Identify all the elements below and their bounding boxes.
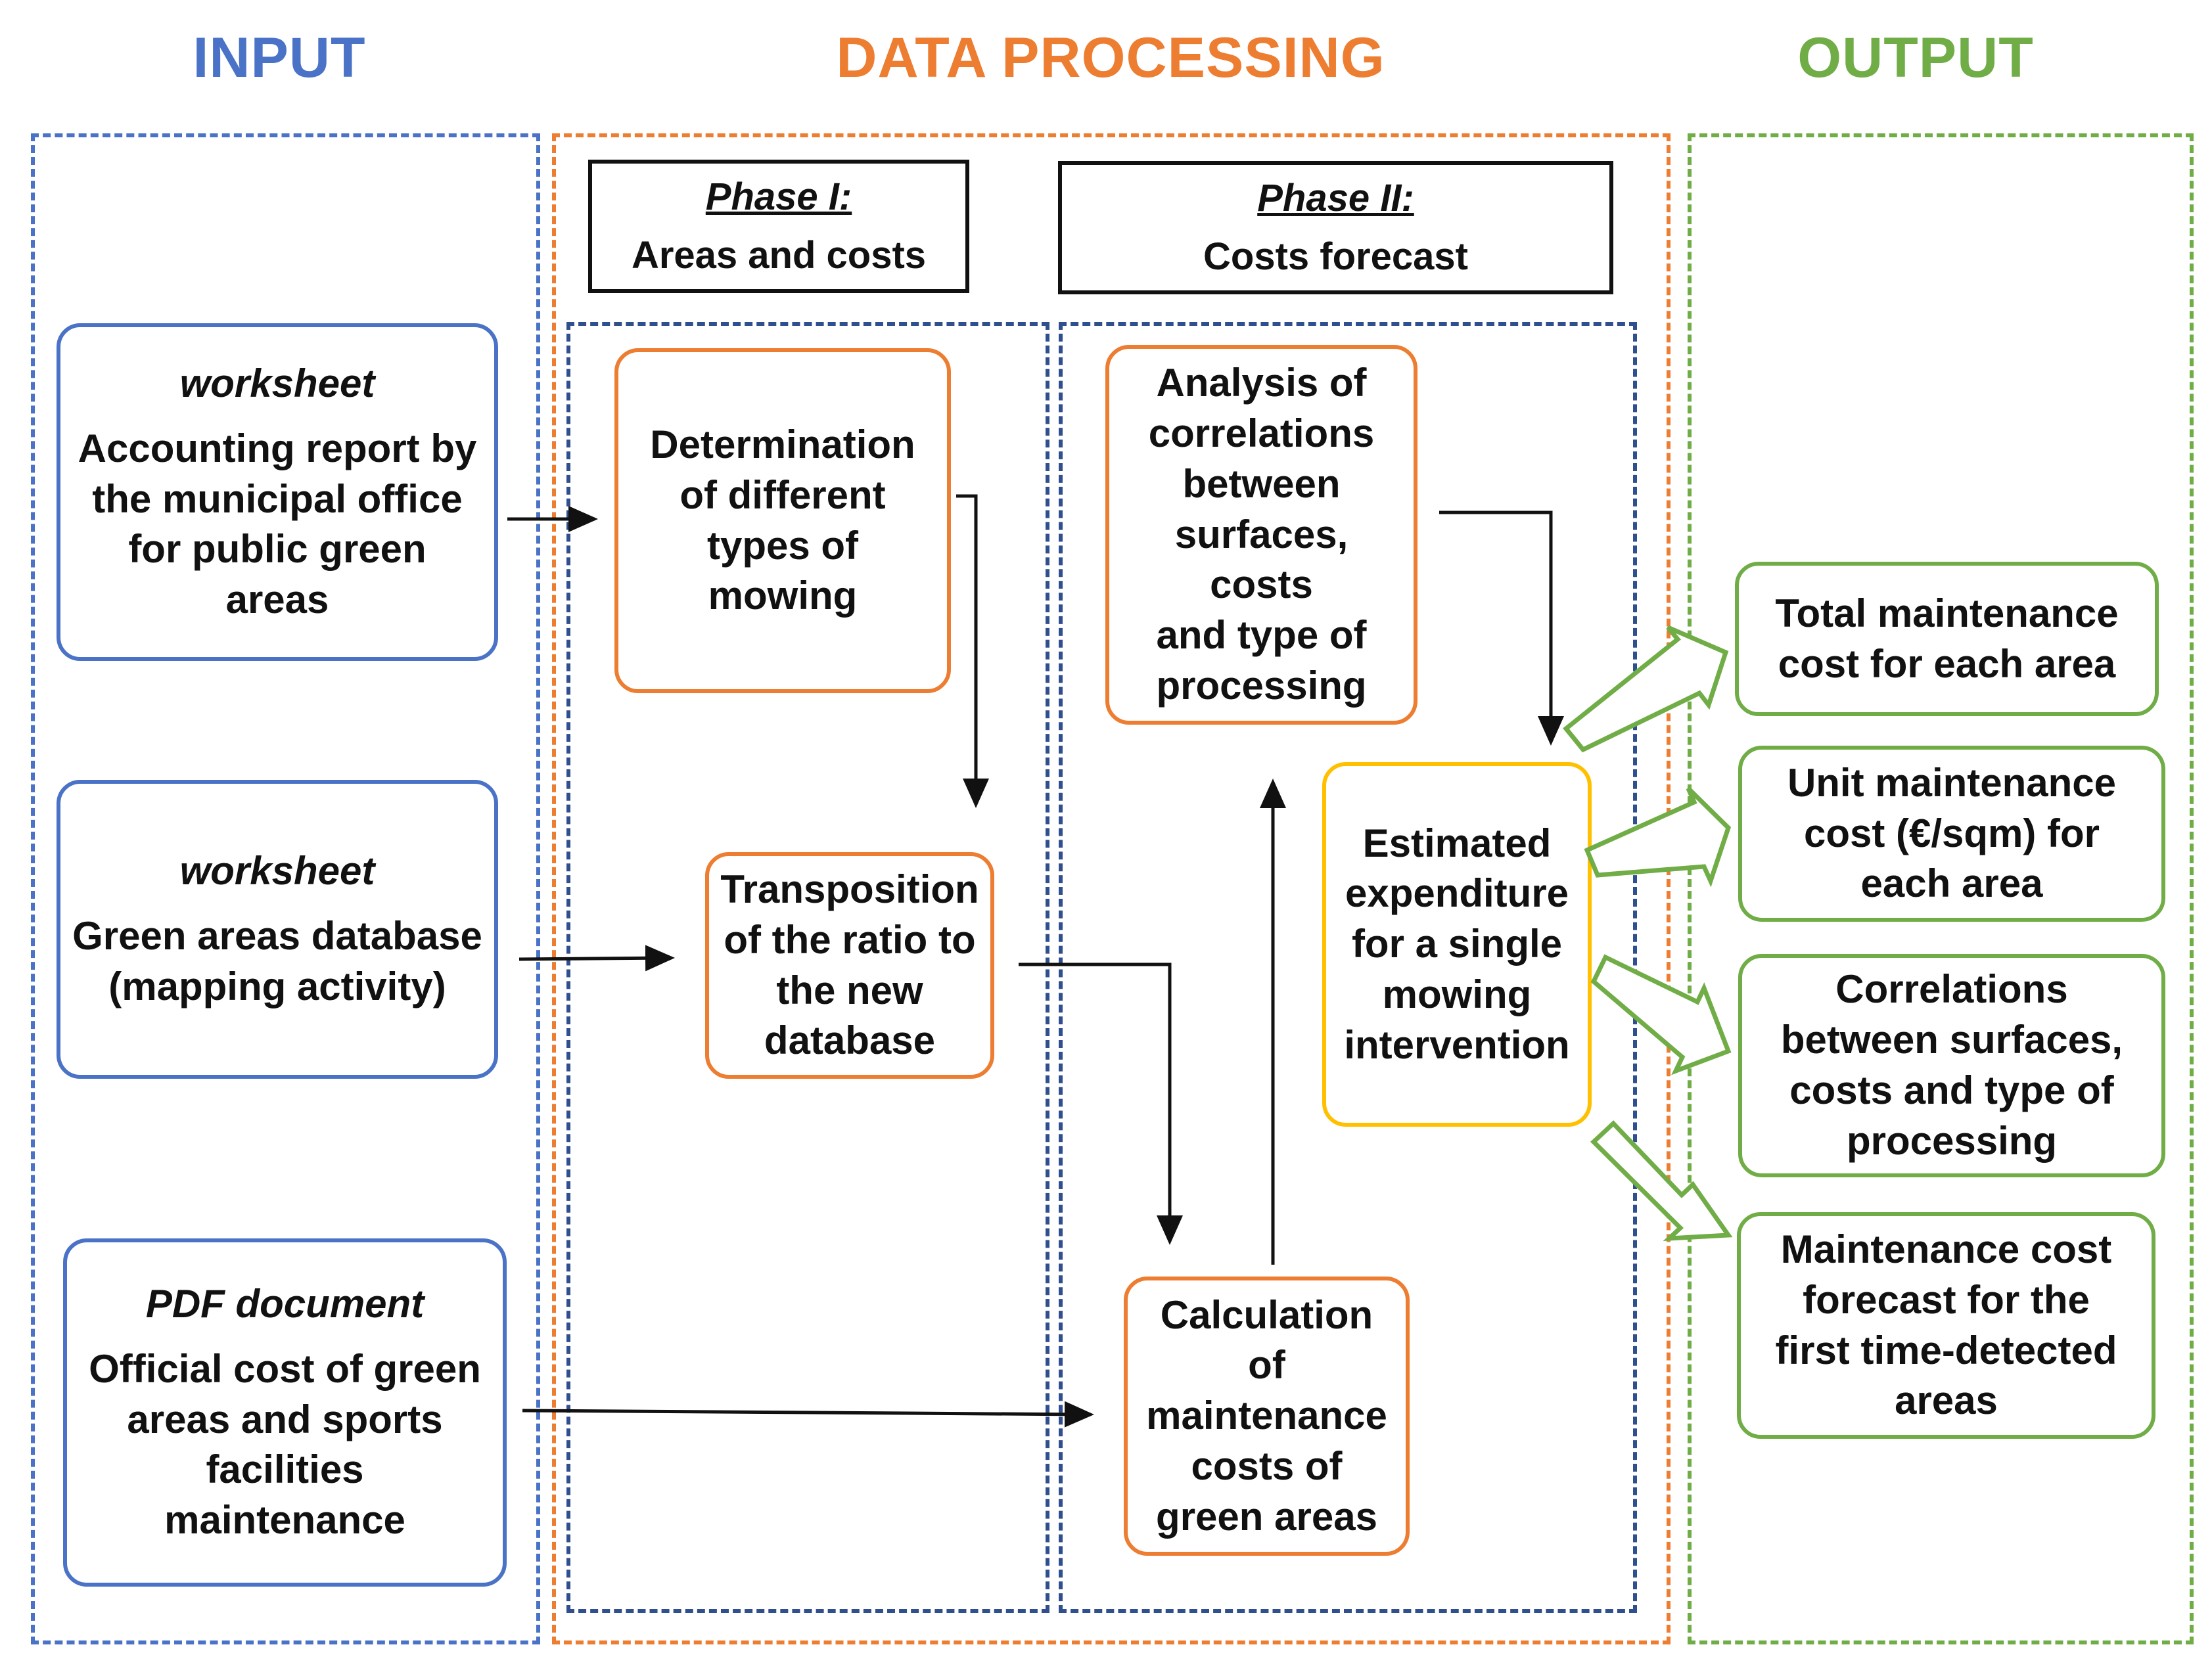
- arrow-transposition-to-calculation: [1019, 962, 1183, 1245]
- arrow-database-to-transposition: [518, 945, 675, 972]
- process-determination-mowing-types: Determination of different types of mowi…: [614, 348, 951, 693]
- input-accounting-report: worksheet Accounting report by the munic…: [57, 323, 498, 661]
- data-processing-column-frame: [552, 133, 1671, 1644]
- phase1-title: Phase I:: [705, 175, 852, 219]
- input-column-frame: [31, 133, 540, 1644]
- output-total-maintenance-cost: Total maintenance cost for each area: [1735, 562, 2159, 716]
- phase1-frame: [566, 322, 1049, 1613]
- arrow-pdf-to-calculation: [522, 1401, 1094, 1428]
- process-transposition-ratio: Transposition of the ratio to the new da…: [705, 852, 994, 1079]
- input-official-cost-pdf-tag: PDF document: [145, 1282, 425, 1326]
- output-arrow-3: [1590, 954, 1732, 1075]
- output-first-time-forecast: Maintenance cost forecast for the first …: [1737, 1212, 2155, 1439]
- estimated-expenditure-box: Estimated expenditure for a single mowin…: [1322, 762, 1592, 1127]
- phase2-header: Phase II: Costs forecast: [1058, 161, 1613, 294]
- input-official-cost-pdf-text: Official cost of green areas and sports …: [89, 1346, 481, 1543]
- output-first-time-forecast-text: Maintenance cost forecast for the first …: [1775, 1227, 2117, 1423]
- output-total-maintenance-cost-text: Total maintenance cost for each area: [1775, 591, 2119, 686]
- input-green-areas-database-tag: worksheet: [179, 849, 375, 894]
- process-correlation-analysis: Analysis of correlations between surface…: [1105, 345, 1417, 725]
- phase1-subtitle: Areas and costs: [631, 233, 927, 277]
- input-accounting-report-tag: worksheet: [179, 361, 375, 405]
- output-arrow-2: [1584, 786, 1732, 888]
- input-official-cost-pdf: PDF document Official cost of green area…: [63, 1238, 507, 1587]
- process-transposition-ratio-text: Transposition of the ratio to the new da…: [720, 867, 979, 1063]
- arrow-determination-to-transposition: [956, 494, 989, 808]
- input-green-areas-database: worksheet Green areas database (mapping …: [57, 780, 498, 1079]
- process-maintenance-cost-calculation-text: Calculation of maintenance costs of gree…: [1146, 1292, 1387, 1539]
- process-correlation-analysis-text: Analysis of correlations between surface…: [1148, 361, 1375, 708]
- output-correlations: Correlations between surfaces, costs and…: [1738, 954, 2165, 1177]
- output-arrow-1: [1563, 625, 1729, 753]
- output-correlations-text: Correlations between surfaces, costs and…: [1780, 967, 2123, 1163]
- input-header: INPUT: [193, 26, 366, 89]
- input-green-areas-database-text: Green areas database (mapping activity): [72, 914, 482, 1008]
- output-header: OUTPUT: [1797, 26, 2034, 89]
- phase2-title: Phase II:: [1257, 177, 1414, 220]
- output-unit-maintenance-cost-text: Unit maintenance cost (€/sqm) for each a…: [1787, 760, 2117, 906]
- phase2-frame: [1059, 322, 1637, 1613]
- phase1-header: Phase I: Areas and costs: [588, 160, 969, 293]
- process-maintenance-cost-calculation: Calculation of maintenance costs of gree…: [1124, 1277, 1410, 1556]
- input-accounting-report-text: Accounting report by the municipal offic…: [78, 426, 477, 622]
- output-arrow-4: [1590, 1120, 1733, 1242]
- data-processing-header: DATA PROCESSING: [836, 26, 1385, 89]
- arrow-analysis-to-estimate: [1439, 510, 1564, 746]
- output-column-frame: [1688, 133, 2194, 1644]
- phase2-subtitle: Costs forecast: [1203, 235, 1468, 278]
- output-unit-maintenance-cost: Unit maintenance cost (€/sqm) for each a…: [1738, 746, 2165, 922]
- estimated-expenditure-text: Estimated expenditure for a single mowin…: [1344, 821, 1570, 1067]
- process-determination-mowing-types-text: Determination of different types of mowi…: [650, 422, 915, 618]
